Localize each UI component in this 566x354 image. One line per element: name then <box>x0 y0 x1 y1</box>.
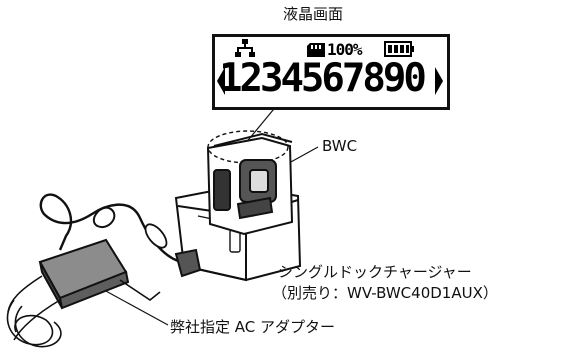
battery-icon <box>384 41 414 57</box>
cable-ferrite <box>144 223 168 249</box>
sd-card-icon <box>307 43 325 57</box>
bwc-camera <box>206 130 294 236</box>
lcd-digits: 1234567890 <box>219 56 427 101</box>
ac-adapter-label: 弊社指定 AC アダプター <box>170 318 336 336</box>
bwc-label: BWC <box>322 137 358 155</box>
dock-charger-model-label: （別売り：WV-BWC40D1AUX） <box>272 284 498 302</box>
dc-plug <box>174 248 202 278</box>
ac-leader-line <box>103 289 169 326</box>
ac-cord <box>6 275 161 348</box>
power-cable <box>39 193 197 265</box>
network-icon <box>235 39 255 57</box>
lcd-screen-label: 液晶画面 <box>283 5 344 23</box>
ac-adapter <box>38 238 130 310</box>
arrow-left-icon <box>217 67 225 95</box>
arrow-right-icon <box>435 67 443 95</box>
battery-percent: 100% <box>327 40 363 59</box>
lcd-screen: 100% 1234567890 <box>212 34 450 110</box>
dock-charger-label: シングルドックチャージャー <box>278 263 472 281</box>
cable-loop <box>93 206 116 229</box>
